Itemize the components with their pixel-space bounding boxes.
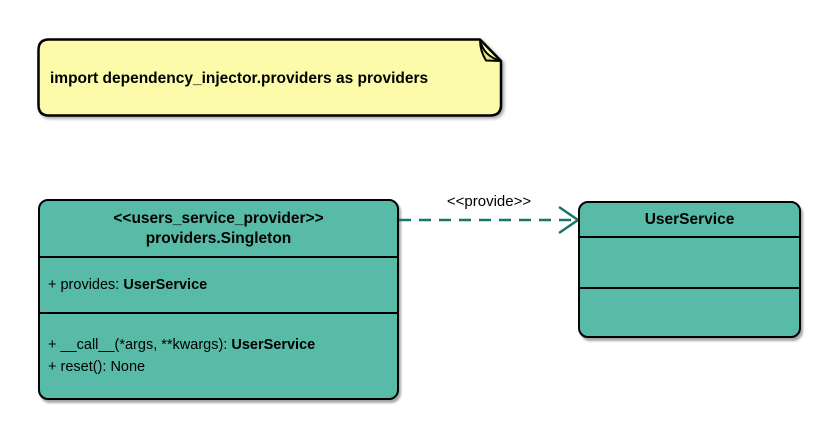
method-call-type: UserService — [231, 337, 316, 353]
note-text: import dependency_injector.providers as … — [50, 69, 429, 87]
note-shape — [37, 38, 503, 117]
provide-arrow-label: <<provide>> — [446, 193, 532, 210]
method-reset-text: + reset(): None — [48, 359, 146, 375]
singleton-stereotype: <<users_service_provider>> — [113, 209, 324, 227]
note-body — [37, 38, 503, 117]
attribute-provides-type: UserService — [123, 277, 208, 293]
method-reset: + reset(): None — [48, 356, 389, 378]
attribute-provides-text: + provides: — [48, 277, 124, 293]
method-call: + __call__(*args, **kwargs): UserService — [48, 334, 389, 356]
singleton-methods-compartment: + __call__(*args, **kwargs): UserService… — [40, 312, 397, 398]
method-call-text: + __call__(*args, **kwargs): — [48, 337, 232, 353]
attribute-provides: + provides: UserService — [48, 274, 389, 296]
userservice-class-box: UserService — [578, 201, 801, 338]
userservice-class-name: UserService — [644, 210, 735, 228]
userservice-attributes-compartment — [580, 236, 799, 287]
userservice-methods-compartment — [580, 287, 799, 336]
singleton-class-name: providers.Singleton — [145, 229, 292, 247]
singleton-class-header: <<users_service_provider>> providers.Sin… — [40, 201, 397, 256]
note-fold-corner-icon — [479, 38, 502, 62]
singleton-attributes-compartment: + provides: UserService — [40, 256, 397, 312]
singleton-class-box: <<users_service_provider>> providers.Sin… — [38, 199, 399, 400]
userservice-class-header: UserService — [580, 203, 799, 236]
